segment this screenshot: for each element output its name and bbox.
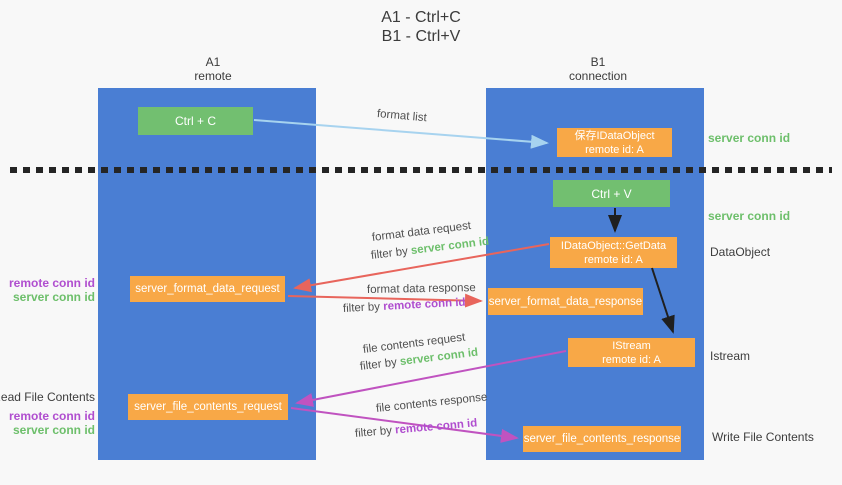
node-save-idataobject: 保存IDataObject remote id: A (557, 128, 672, 157)
diagram-title: A1 - Ctrl+C B1 - Ctrl+V (0, 8, 842, 46)
server-conn-id-text: server conn id (410, 235, 490, 258)
node-istream: IStream remote id: A (568, 338, 695, 367)
label-left-server-conn-id-top: server conn id (12, 290, 95, 304)
node-idataobject-getdata-line2: remote id: A (584, 253, 643, 266)
label-left-server-conn-id-bottom: server conn id (12, 423, 95, 437)
label-format-data-response: format data response (366, 282, 476, 296)
lane-b1-subtitle: connection (568, 69, 628, 83)
label-filter-by-remote-conn-id-1: filter by remote conn id (343, 297, 466, 315)
node-istream-line1: IStream (612, 339, 651, 352)
lane-b1-title: B1 (590, 55, 606, 69)
node-server-format-data-response: server_format_data_response (488, 288, 643, 315)
node-server-file-contents-request: server_file_contents_request (128, 394, 288, 420)
node-save-idataobject-line1: 保存IDataObject (574, 129, 655, 142)
node-idataobject-getdata-line1: IDataObject::GetData (560, 239, 667, 252)
label-write-file-contents: Write File Contents (712, 430, 814, 444)
label-dataobject: DataObject (710, 245, 771, 259)
remote-conn-id-text: remote conn id (394, 417, 478, 437)
lane-a1-subtitle: remote (194, 69, 232, 83)
node-server-format-data-request: server_format_data_request (130, 276, 285, 302)
title-line-2: B1 - Ctrl+V (381, 28, 461, 45)
node-server-file-contents-response: server_file_contents_response (523, 426, 681, 452)
filter-by-text: filter by (370, 245, 412, 262)
label-format-list: format list (376, 108, 428, 125)
label-left-remote-conn-id-bottom: remote conn id (8, 409, 95, 423)
node-ctrl-v: Ctrl + V (553, 180, 670, 207)
filter-by-text: filter by (359, 356, 401, 373)
remote-conn-id-text: remote conn id (382, 296, 466, 313)
session-divider-dotted-line (10, 167, 832, 173)
label-right-server-conn-id-mid: server conn id (708, 209, 791, 223)
label-istream: Istream (710, 349, 751, 363)
node-ctrl-c: Ctrl + C (138, 107, 253, 135)
node-istream-line2: remote id: A (602, 353, 661, 366)
label-read-file-contents: Read File Contents (0, 390, 95, 404)
lane-header-b1: B1 connection (532, 55, 664, 83)
filter-by-text: filter by (342, 300, 384, 315)
lane-a1-title: A1 (205, 55, 221, 69)
label-filter-by-remote-conn-id-2: filter by remote conn id (354, 417, 477, 440)
label-left-remote-conn-id-top: remote conn id (8, 276, 95, 290)
lane-header-a1: A1 remote (147, 55, 279, 83)
label-right-server-conn-id-top: server conn id (708, 131, 791, 145)
title-line-1: A1 - Ctrl+C (381, 9, 461, 26)
label-file-contents-response: file contents response (375, 391, 488, 415)
node-save-idataobject-line2: remote id: A (585, 143, 644, 156)
filter-by-text: filter by (354, 424, 396, 440)
node-idataobject-getdata: IDataObject::GetData remote id: A (550, 237, 677, 268)
